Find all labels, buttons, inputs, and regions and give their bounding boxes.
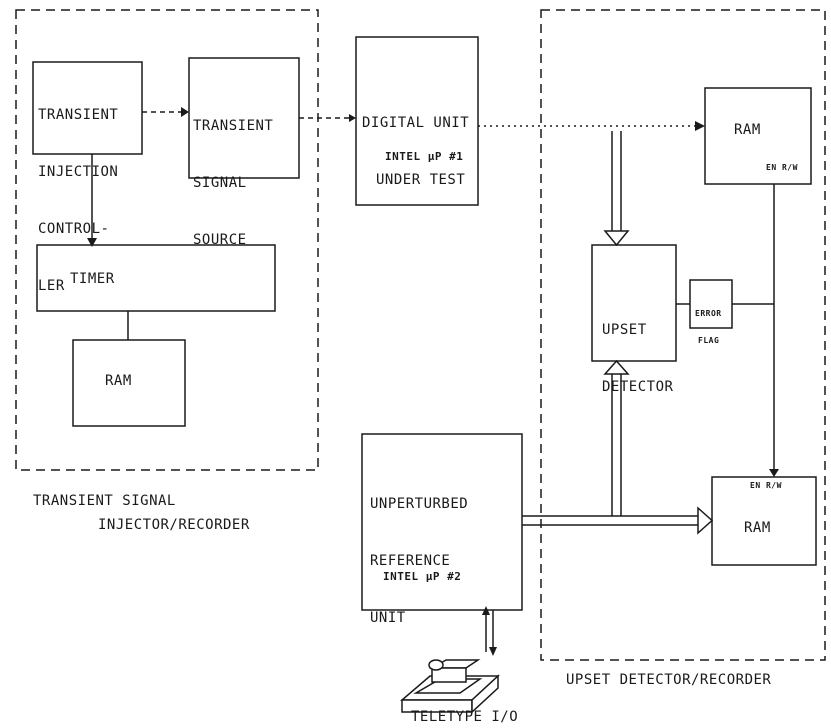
ram-bottom-pins: EN R/W (750, 481, 782, 490)
timer-label: TIMER (70, 270, 115, 289)
source-label: TRANSIENT SIGNAL SOURCE (193, 79, 273, 269)
ram-top-pins: EN R/W (766, 163, 798, 172)
reference-cpu-label: INTEL µP #2 (383, 570, 461, 583)
injector-caption-line2: INJECTOR/RECORDER (98, 516, 250, 535)
detector-enclosure (541, 10, 825, 660)
ram-bottom-label: RAM (744, 519, 771, 538)
detector-caption: UPSET DETECTOR/RECORDER (566, 671, 771, 690)
reference-title: UNPERTURBED REFERENCE UNIT (370, 457, 468, 647)
ram-top-label: RAM (734, 121, 761, 140)
dut-cpu-label: INTEL µP #1 (385, 150, 463, 163)
teletype-caption: TELETYPE I/O (411, 708, 518, 727)
error-flag-label: ERROR FLAG (695, 291, 722, 354)
injector-ram-label: RAM (105, 372, 132, 391)
upset-detector-label: UPSET DETECTOR (602, 283, 673, 416)
teletype-icon (402, 660, 498, 712)
injector-caption-line1: TRANSIENT SIGNAL (33, 492, 176, 511)
dut-title: DIGITAL UNIT UNDER TEST (362, 76, 469, 209)
